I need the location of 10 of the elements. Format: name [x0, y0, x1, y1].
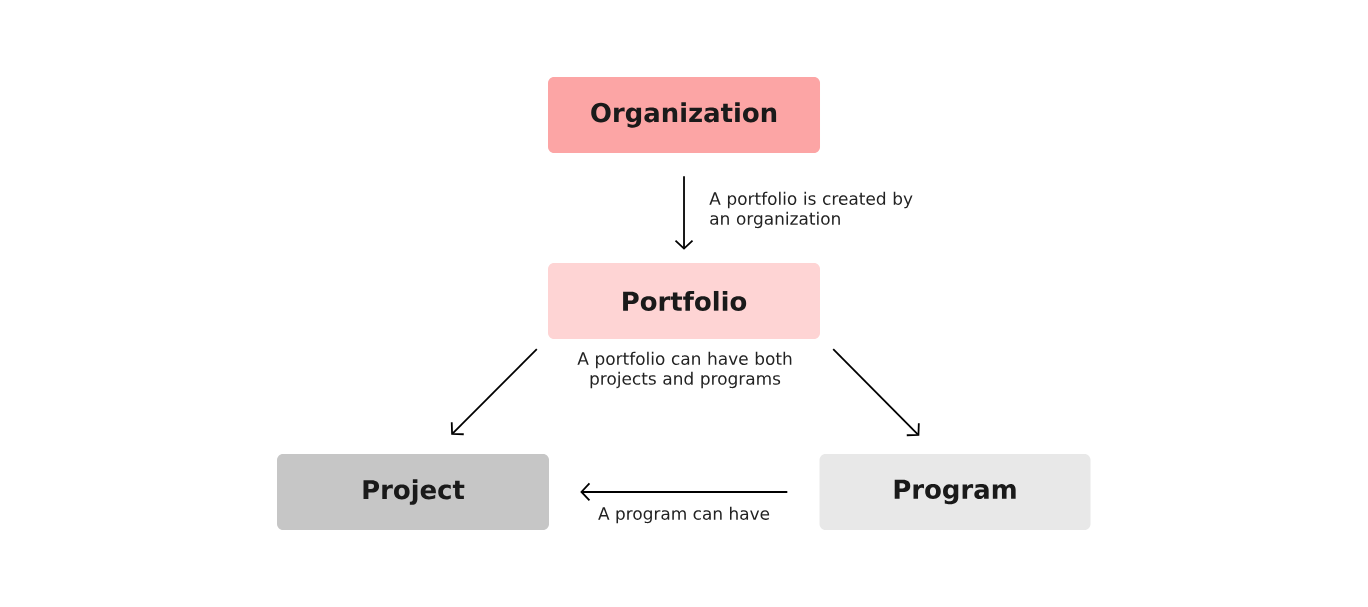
edge-label: A program can have [598, 506, 770, 524]
arrow [450, 348, 538, 436]
arrow [580, 482, 789, 502]
process-box: Organization [548, 77, 820, 153]
edge-label: A portfolio is created by an organization [709, 191, 913, 229]
arrow [674, 175, 694, 250]
process-box: Portfolio [548, 263, 820, 339]
arrow [832, 348, 920, 437]
process-box: Project [277, 454, 549, 530]
process-box: Program [819, 454, 1091, 530]
